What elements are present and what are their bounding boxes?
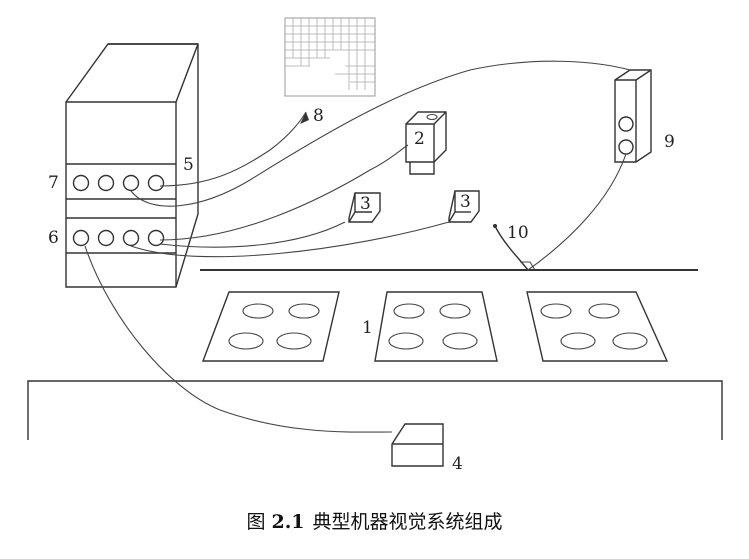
label-4: 4 xyxy=(452,454,463,474)
label-7: 7 xyxy=(48,173,59,193)
label-1: 1 xyxy=(362,318,373,338)
io-controller xyxy=(614,69,652,163)
light-source-left xyxy=(348,192,381,223)
label-3-left: 3 xyxy=(360,194,371,214)
caption-text: 典型机器视觉系统组成 xyxy=(312,511,503,533)
workpiece-tray-3 xyxy=(526,291,669,362)
label-6: 6 xyxy=(48,228,59,248)
label-9: 9 xyxy=(664,132,675,152)
control-cabinet xyxy=(65,43,199,288)
caption-prefix: 图 xyxy=(246,511,266,533)
caption-number: 2.1 xyxy=(271,511,305,533)
label-8: 8 xyxy=(313,106,324,126)
work-table xyxy=(27,380,723,440)
label-5: 5 xyxy=(183,155,194,175)
workpiece-tray-2 xyxy=(374,291,498,362)
connection-cables xyxy=(84,60,631,433)
monitor-display xyxy=(284,17,376,97)
label-3-right: 3 xyxy=(460,192,471,212)
label-10: 10 xyxy=(507,223,529,243)
label-2: 2 xyxy=(414,129,425,149)
computer-unit xyxy=(391,423,444,467)
callout-labels: 1 2 3 3 4 5 6 7 8 9 10 xyxy=(48,106,675,474)
workpiece-tray-1 xyxy=(201,291,340,362)
camera xyxy=(405,111,447,175)
position-sensor xyxy=(493,224,536,271)
